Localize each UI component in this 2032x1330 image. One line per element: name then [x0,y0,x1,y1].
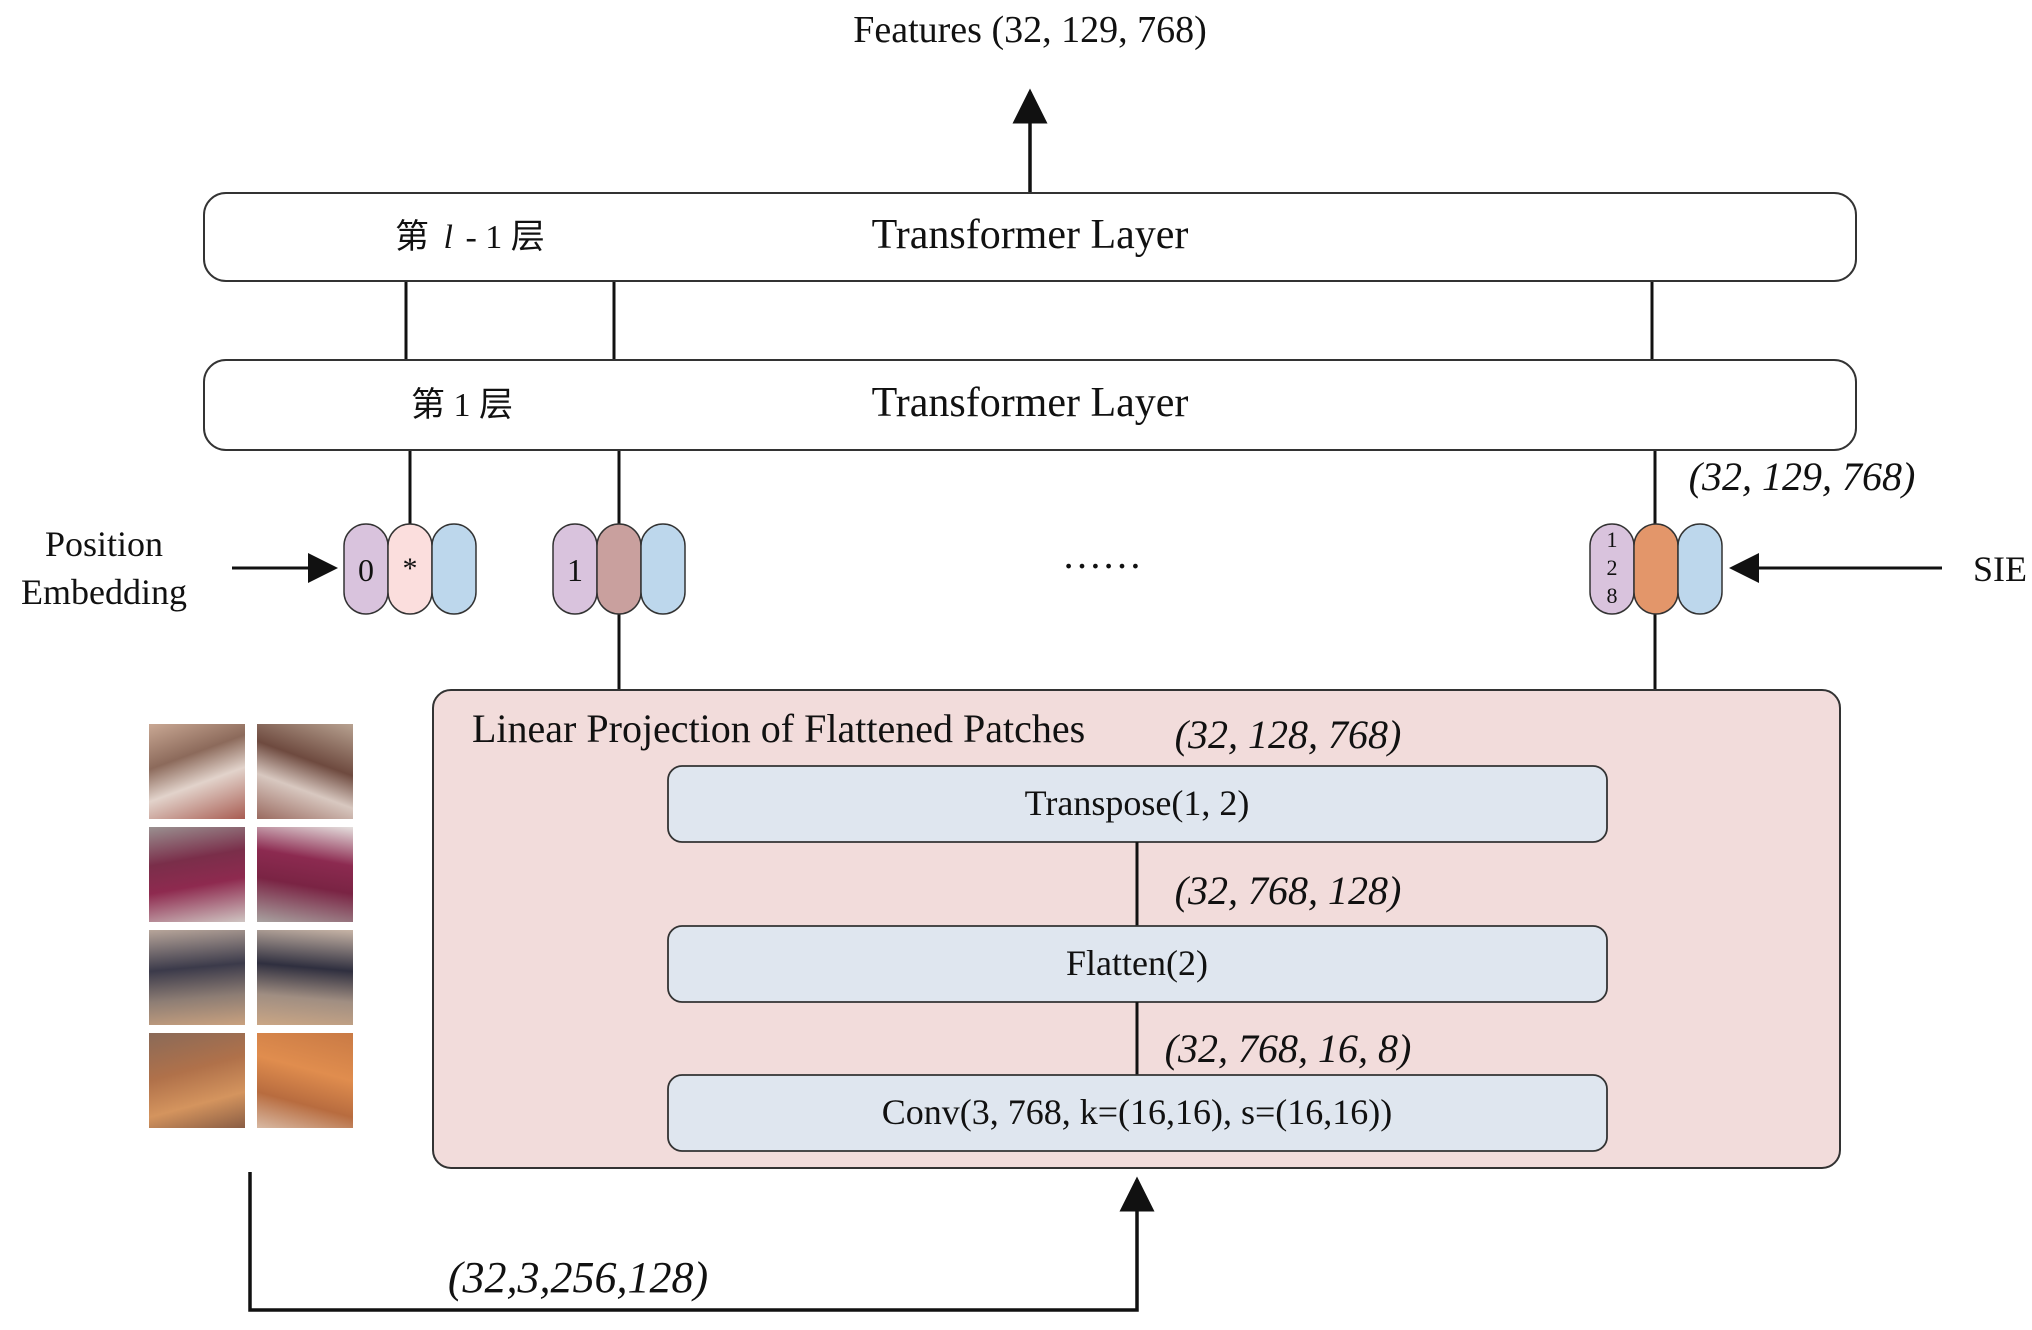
token-0-position-label: 0 [358,552,374,588]
conv-output-shape: (32, 768, 16, 8) [1165,1026,1412,1071]
input-arrow [248,1172,1155,1312]
conv-op-label: Conv(3, 768, k=(16,16), s=(16,16)) [882,1092,1393,1132]
token-0-sie-pill [431,523,477,615]
token-group-128: 1 2 8 [1589,523,1723,615]
token-0-content-label: * [403,552,418,585]
transformer-layer-top: 第 l - 1 层 Transformer Layer [203,192,1857,282]
image-patch-3 [149,827,245,922]
layer-top-title: Transformer Layer [872,212,1189,258]
token-ellipsis: …… [1062,532,1142,577]
flatten-output-shape: (32, 768, 128) [1175,868,1402,913]
image-patch-4 [257,827,353,922]
linear-projection-panel: Linear Projection of Flattened Patches (… [432,689,1841,1169]
output-features-label: Features (32, 129, 768) [853,9,1207,51]
token-group-0: 0 * [343,523,477,615]
sie-label: SIE [1973,549,2027,589]
linear-projection-title: Linear Projection of Flattened Patches [472,706,1085,751]
transpose-op-label: Transpose(1, 2) [1025,783,1250,823]
flatten-op-label: Flatten(2) [1066,943,1208,983]
token-128-position-digit-3: 8 [1607,583,1618,608]
image-patch-6 [257,930,353,1025]
token-1-content-pill [596,523,642,615]
position-embedding-label-line2: Embedding [21,572,187,612]
projection-output-shape: (32, 128, 768) [1175,712,1402,757]
token-1-position-label: 1 [567,552,583,588]
embedding-shape-label: (32, 129, 768) [1689,454,1916,499]
token-1-sie-pill [640,523,686,615]
token-group-1: 1 [552,523,686,615]
layer-bottom-title: Transformer Layer [872,380,1189,426]
input-image-patches [145,720,353,1132]
position-embedding-label-line1: Position [45,524,163,564]
layer-top-index-label: 第 l - 1 层 [395,218,545,256]
token-128-position-digit-1: 1 [1607,527,1618,552]
image-patch-5 [149,930,245,1025]
token-128-sie-pill [1677,523,1723,615]
transformer-layer-bottom: 第 1 层 Transformer Layer [203,359,1857,451]
token-128-position-digit-2: 2 [1607,555,1618,580]
conv-op-box [667,1074,1608,1152]
image-patch-8 [257,1033,353,1128]
layer-bottom-index-label: 第 1 层 [411,386,513,424]
token-128-content-pill [1633,523,1679,615]
input-shape-label: (32,3,256,128) [448,1253,708,1302]
image-patch-1 [149,724,245,819]
image-patch-2 [257,724,353,819]
image-patch-7 [149,1033,245,1128]
